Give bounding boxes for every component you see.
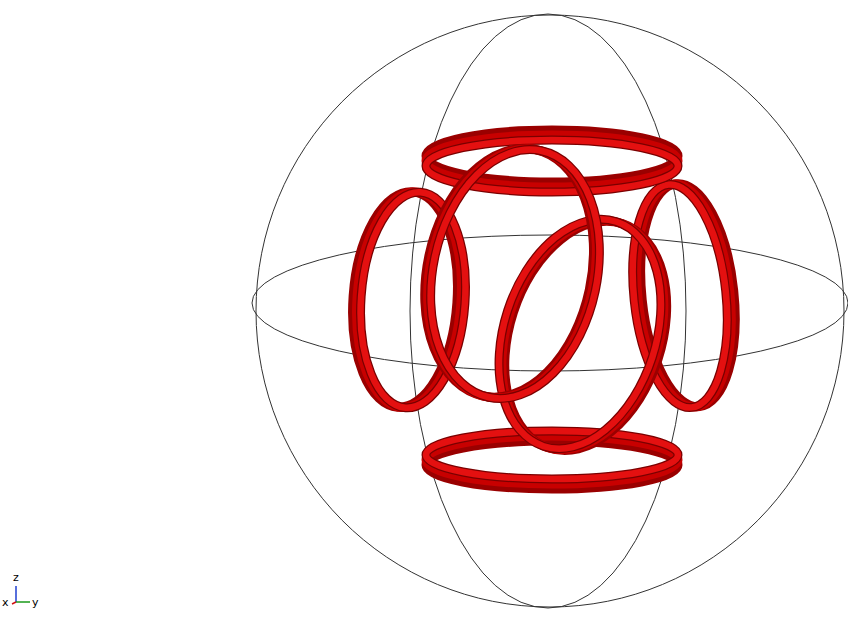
rings (346, 130, 746, 489)
axis-line (12, 602, 16, 604)
axis-line (15, 586, 17, 602)
ring-face (426, 431, 678, 479)
ring-face (409, 134, 622, 415)
ring-edge (426, 431, 678, 479)
axis-label: x (2, 597, 9, 608)
ring-band (406, 133, 619, 414)
sphere-outline (256, 15, 844, 607)
axis-triad (12, 586, 30, 604)
axis-label: z (13, 572, 19, 583)
axis-label: y (32, 597, 39, 608)
axis-line (16, 601, 30, 603)
ring (426, 431, 678, 489)
ring-edge (409, 134, 622, 415)
ring (403, 132, 622, 414)
sphere-wireframe (252, 14, 848, 608)
